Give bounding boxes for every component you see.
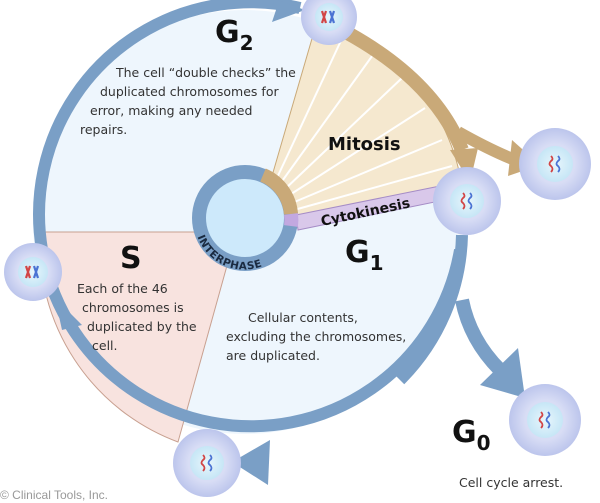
g1-label: G1 [345, 235, 384, 275]
cycle-ring-right [395, 234, 468, 385]
arrow-to-g1s-cell [232, 440, 270, 485]
copyright-text: © Clinical Tools, Inc. [0, 488, 108, 502]
chromosome-single-icon [538, 411, 551, 429]
cell-daughter-1 [433, 167, 501, 235]
g2-description: The cell “double checks” the duplicated … [80, 65, 300, 137]
g2-label: G2 [215, 15, 254, 55]
arrow-to-s-cell [55, 298, 82, 330]
chromosome-pair-icon [320, 10, 336, 24]
cell-g1-s [173, 429, 241, 497]
s-description: Each of the 46 chromosomes is duplicated… [77, 281, 201, 353]
cell-s-g2 [4, 243, 62, 301]
cycle-ring [33, 0, 466, 433]
arrow-to-g2m-cell [272, 0, 305, 22]
mitosis-label: Mitosis [328, 134, 401, 155]
g0-arrowhead [480, 348, 525, 398]
interphase-ring-mitosis-segment [259, 168, 298, 215]
g1-description: Cellular contents, excluding the chromos… [226, 310, 410, 363]
chromosome-single-icon [548, 155, 561, 173]
s-label: S [120, 241, 142, 276]
chromosome-pair-icon [24, 265, 40, 279]
g0-description: Cell cycle arrest. [459, 475, 563, 490]
g0-branch-arrow [455, 298, 506, 375]
cell-g2-m [301, 0, 357, 45]
g0-label: G0 [452, 415, 491, 455]
chromosome-single-icon [460, 192, 473, 210]
cell-daughter-2 [519, 128, 591, 200]
chromosome-single-icon [200, 454, 213, 472]
cell-g0 [509, 384, 581, 456]
